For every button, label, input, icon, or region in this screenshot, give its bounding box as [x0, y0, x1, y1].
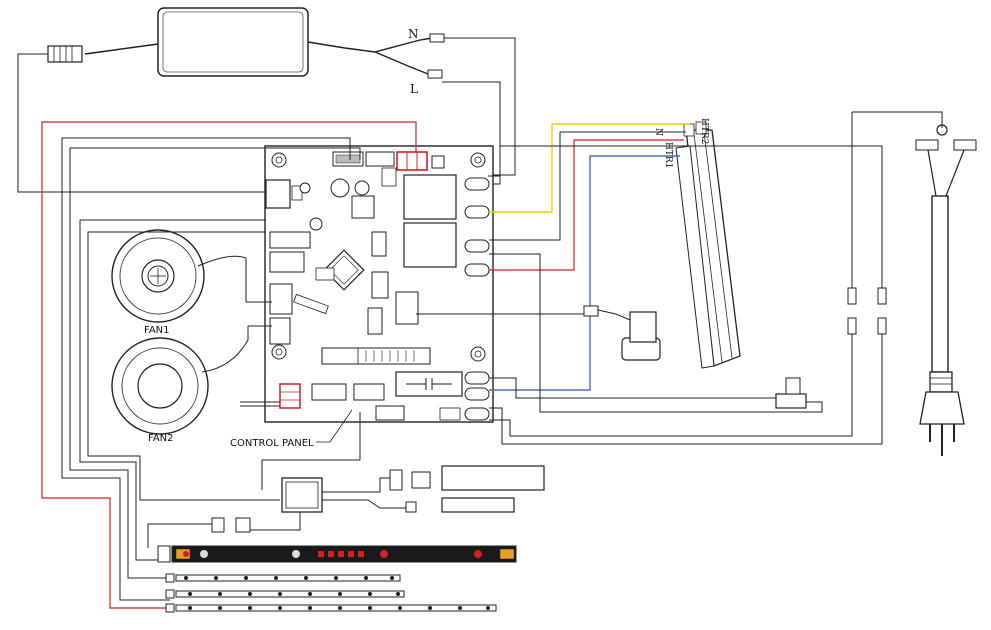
- fan2: [111, 326, 249, 435]
- heater: [675, 121, 741, 369]
- dc-connector: [47, 45, 83, 63]
- power-adapter: [84, 7, 376, 77]
- yellow-wire: [489, 123, 690, 213]
- ground-ring: [915, 124, 977, 151]
- fan2-label: FAN2: [148, 433, 174, 444]
- control-board: [264, 145, 494, 423]
- live-wire: [442, 81, 501, 185]
- live-label: L: [410, 82, 418, 96]
- thermal-switch: [775, 377, 807, 409]
- led-strip-1: [165, 573, 401, 583]
- dc-wire: [17, 53, 266, 193]
- fan1: [111, 229, 247, 323]
- crimp-terminals: [847, 287, 887, 335]
- control-panel-label: CONTROL PANEL: [230, 438, 314, 449]
- motor: [583, 305, 661, 361]
- red-wire: [41, 121, 417, 609]
- fan1-label: FAN1: [144, 325, 170, 336]
- htr1-red-wire: [489, 139, 684, 271]
- left-harness: [61, 137, 361, 601]
- neutral-label: N: [408, 27, 419, 41]
- htr1-label: HTR1: [663, 142, 673, 168]
- htr2-label: HTR2: [699, 118, 709, 144]
- neutral-wire: [444, 37, 516, 176]
- ac-input-leads: [374, 33, 445, 79]
- bottom-harness: [147, 412, 545, 548]
- heater-n-wire: [489, 131, 686, 241]
- led-strip-main: [157, 545, 517, 563]
- led-strip-2: [165, 589, 405, 599]
- led-strip-3: [165, 603, 497, 613]
- power-cord: [919, 195, 965, 456]
